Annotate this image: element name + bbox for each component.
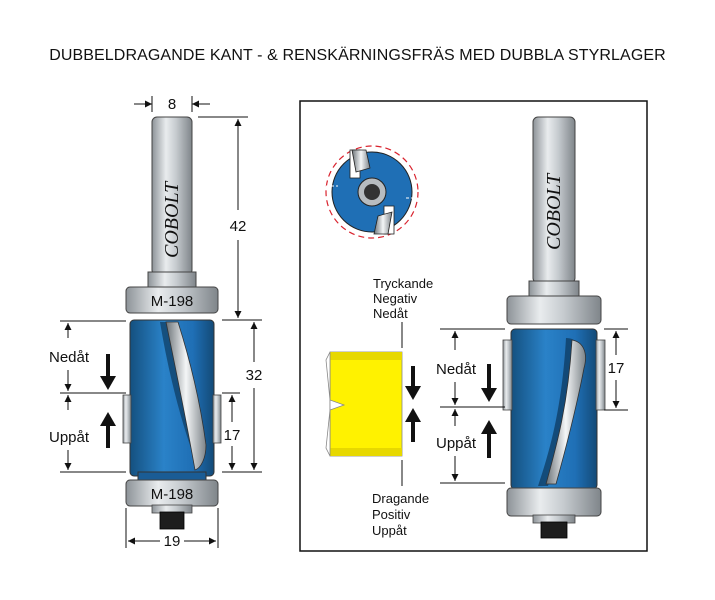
right-label-top-3: Nedåt bbox=[373, 306, 408, 321]
left-collar bbox=[147, 271, 197, 289]
workpiece-down-arrow bbox=[405, 366, 421, 400]
dim-shank-length-label: 42 bbox=[230, 218, 247, 235]
right-direction-brackets bbox=[440, 328, 505, 484]
right-bolt-head bbox=[540, 521, 568, 539]
right-label-up: Uppåt bbox=[436, 435, 477, 452]
right-edge-nub-left bbox=[502, 339, 513, 411]
dim-bearing-diameter-label: 19 bbox=[164, 533, 181, 550]
left-carbide-insert bbox=[165, 321, 207, 471]
right-label-top-1: Tryckande bbox=[373, 276, 433, 291]
right-bottom-bearing bbox=[506, 487, 602, 517]
dim-shank-diameter bbox=[134, 96, 210, 112]
right-label-down: Nedåt bbox=[436, 361, 477, 378]
dim-shank-diameter-label: 8 bbox=[168, 96, 176, 113]
right-brand-label: COBOLT bbox=[543, 172, 565, 250]
right-label-bottom-2: Positiv bbox=[372, 507, 411, 522]
right-up-arrow bbox=[481, 420, 497, 458]
diagram-title: DUBBELDRAGANDE KANT - & RENSKÄRNINGSFRÄS… bbox=[49, 47, 666, 64]
dim-lower-section-label: 17 bbox=[224, 427, 241, 444]
left-edge-nub-left bbox=[122, 394, 132, 444]
right-down-arrow bbox=[481, 364, 497, 402]
left-brand-label: COBOLT bbox=[161, 180, 183, 258]
top-view-cutter bbox=[325, 145, 419, 239]
workpiece bbox=[325, 351, 403, 457]
left-up-arrow bbox=[100, 412, 116, 448]
left-bolt-head bbox=[159, 511, 185, 530]
left-bottom-bearing-label: M-198 bbox=[151, 486, 194, 503]
right-edge-nub-right bbox=[595, 339, 606, 411]
right-carbide-insert bbox=[545, 339, 586, 485]
right-label-bottom-3: Uppåt bbox=[372, 523, 407, 538]
right-dim-section-label: 17 bbox=[608, 360, 625, 377]
right-panel-frame bbox=[299, 100, 648, 552]
dim-lower-section bbox=[222, 392, 240, 470]
right-top-bearing bbox=[506, 295, 602, 325]
cut-circle bbox=[325, 145, 419, 239]
dim-bearing-diameter bbox=[125, 508, 219, 548]
left-top-bearing bbox=[125, 286, 219, 314]
left-direction-brackets bbox=[60, 320, 126, 473]
right-label-bottom-1: Dragande bbox=[372, 491, 429, 506]
dim-cut-length bbox=[222, 322, 262, 473]
left-top-bearing-label: M-198 bbox=[151, 293, 194, 310]
dim-cut-length-label: 32 bbox=[246, 367, 263, 384]
dim-shank-length bbox=[198, 116, 262, 321]
right-label-top-2: Negativ bbox=[373, 291, 418, 306]
left-edge-nub-right bbox=[212, 394, 222, 444]
workpiece-up-arrow bbox=[405, 408, 421, 442]
left-down-arrow bbox=[100, 354, 116, 390]
left-router-bit bbox=[122, 116, 222, 530]
left-label-down: Nedåt bbox=[49, 349, 90, 366]
right-collar bbox=[528, 280, 580, 298]
left-label-up: Uppåt bbox=[49, 429, 90, 446]
right-dim-section bbox=[604, 328, 628, 411]
right-router-bit bbox=[502, 116, 606, 539]
